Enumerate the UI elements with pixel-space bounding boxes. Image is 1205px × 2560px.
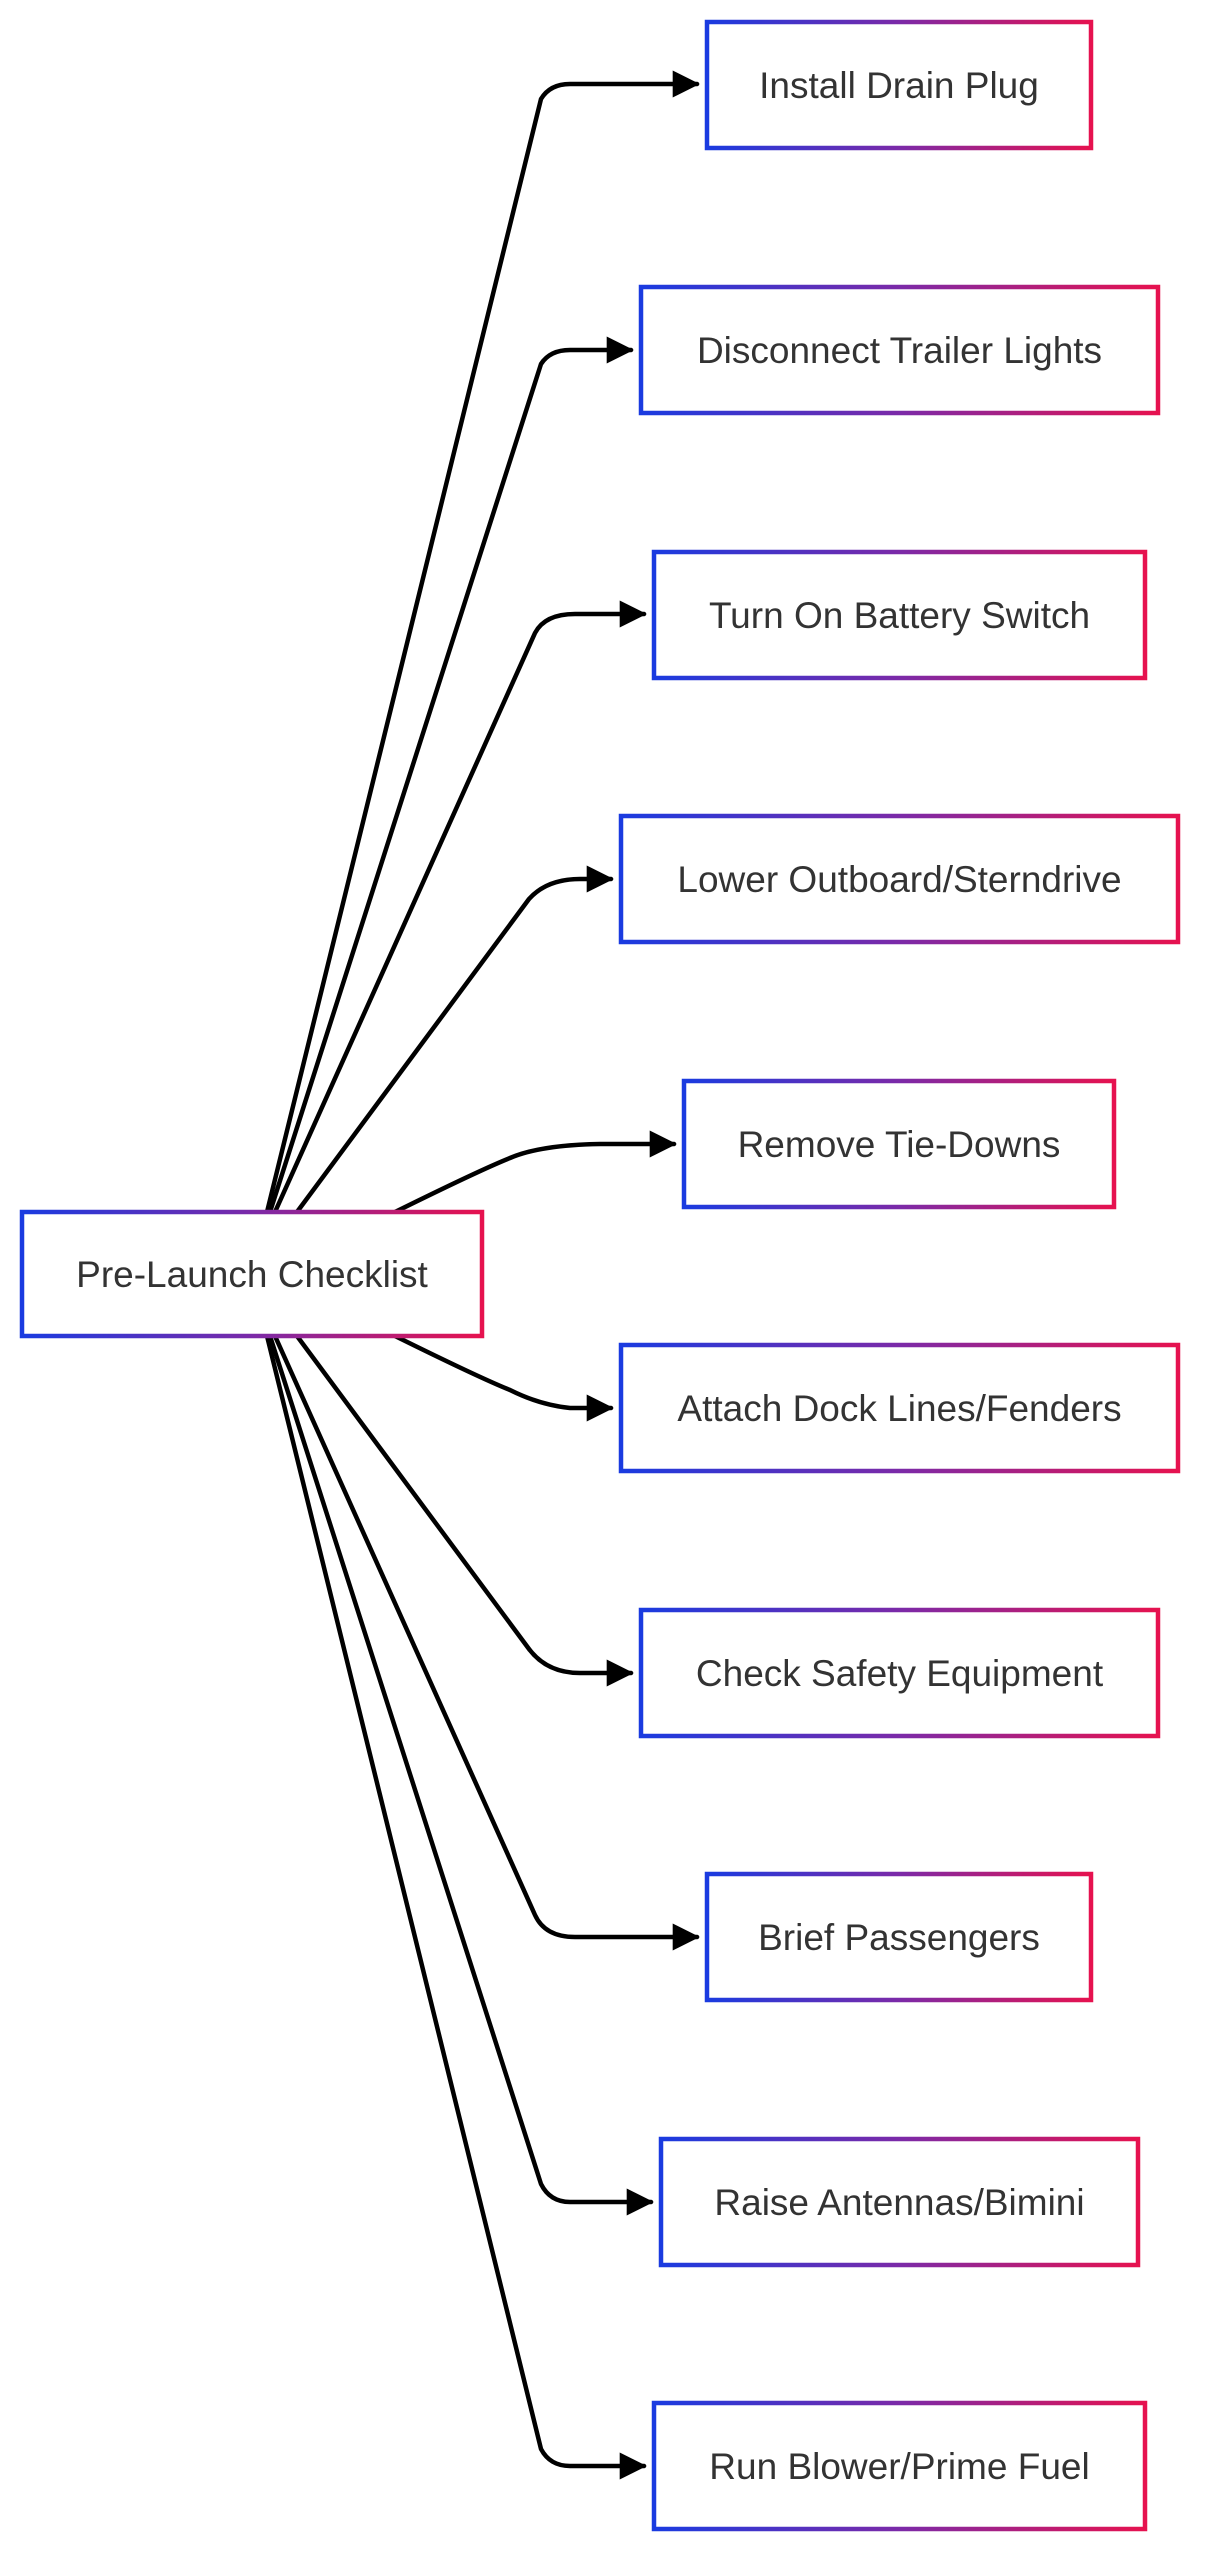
node-turn-on-battery-switch-box — [651, 549, 1148, 681]
edges-layer — [264, 70, 700, 2480]
node-run-blower-prime-fuel[interactable]: Run Blower/Prime Fuel — [651, 2400, 1148, 2532]
edge-arrow-step1 — [264, 70, 700, 1215]
node-disconnect-trailer-lights[interactable]: Disconnect Trailer Lights — [638, 284, 1161, 416]
edge-arrow-step4 — [294, 865, 614, 1215]
node-check-safety-equipment-box — [638, 1607, 1161, 1739]
node-install-drain-plug[interactable]: Install Drain Plug — [704, 19, 1094, 151]
edge-arrow-step3 — [272, 600, 647, 1215]
node-remove-tie-downs[interactable]: Remove Tie-Downs — [681, 1078, 1117, 1210]
edge-arrow-step8 — [272, 1333, 700, 1951]
node-check-safety-equipment[interactable]: Check Safety Equipment — [638, 1607, 1161, 1739]
node-attach-dock-lines-fenders-label: Attach Dock Lines/Fenders — [677, 1388, 1121, 1429]
node-attach-dock-lines-fenders[interactable]: Attach Dock Lines/Fenders — [618, 1342, 1181, 1474]
node-lower-outboard-sterndrive[interactable]: Lower Outboard/Sterndrive — [618, 813, 1181, 945]
edge-arrow-step5 — [392, 1130, 677, 1215]
node-brief-passengers-label: Brief Passengers — [758, 1917, 1040, 1958]
node-brief-passengers[interactable]: Brief Passengers — [704, 1871, 1094, 2003]
node-raise-antennas-bimini-box — [658, 2136, 1141, 2268]
node-brief-passengers-box — [704, 1871, 1094, 2003]
edge-arrow-step9 — [267, 1333, 654, 2216]
node-run-blower-prime-fuel-label: Run Blower/Prime Fuel — [709, 2446, 1089, 2487]
node-turn-on-battery-switch-label: Turn On Battery Switch — [709, 595, 1090, 636]
edge-arrow-step2 — [267, 336, 634, 1215]
node-run-blower-prime-fuel-box — [651, 2400, 1148, 2532]
node-raise-antennas-bimini[interactable]: Raise Antennas/Bimini — [658, 2136, 1141, 2268]
node-pre-launch-checklist-box — [19, 1209, 485, 1339]
node-remove-tie-downs-box — [681, 1078, 1117, 1210]
node-disconnect-trailer-lights-label: Disconnect Trailer Lights — [697, 330, 1102, 371]
node-lower-outboard-sterndrive-label: Lower Outboard/Sterndrive — [677, 859, 1121, 900]
edge-arrow-step6 — [392, 1333, 614, 1422]
node-pre-launch-checklist[interactable]: Pre-Launch Checklist — [19, 1209, 485, 1339]
node-check-safety-equipment-label: Check Safety Equipment — [696, 1653, 1104, 1694]
edge-arrow-step7 — [294, 1333, 634, 1687]
node-lower-outboard-sterndrive-box — [618, 813, 1181, 945]
node-install-drain-plug-box — [704, 19, 1094, 151]
node-remove-tie-downs-label: Remove Tie-Downs — [738, 1124, 1061, 1165]
node-pre-launch-checklist-label: Pre-Launch Checklist — [76, 1254, 428, 1295]
node-disconnect-trailer-lights-box — [638, 284, 1161, 416]
nodes-layer: Pre-Launch Checklist Install Drain PlugDi… — [19, 19, 1181, 2532]
node-raise-antennas-bimini-label: Raise Antennas/Bimini — [714, 2182, 1084, 2223]
edge-arrow-step10 — [264, 1333, 647, 2480]
node-turn-on-battery-switch[interactable]: Turn On Battery Switch — [651, 549, 1148, 681]
node-install-drain-plug-label: Install Drain Plug — [759, 65, 1039, 106]
node-attach-dock-lines-fenders-box — [618, 1342, 1181, 1474]
